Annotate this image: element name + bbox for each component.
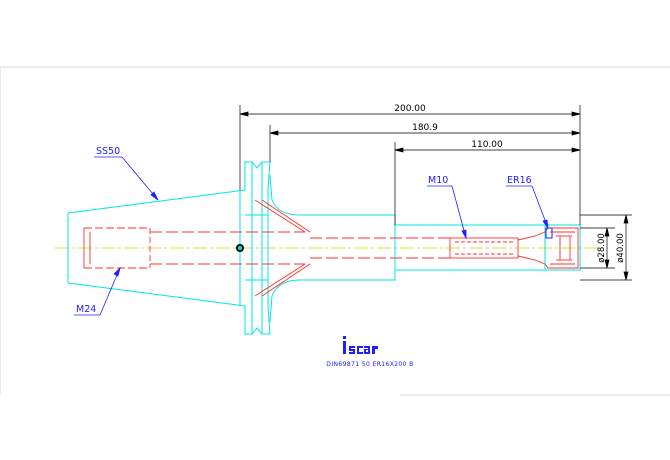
dimension-lines [239,105,632,281]
callout-front-thread: M10 [428,175,448,186]
dimension-overall-length: 200.00 [394,104,426,114]
dimension-diameter-2: ø40.00 [616,233,626,263]
dimension-diameter-1: ø28.00 [597,233,607,263]
collet-highlight [545,227,553,239]
dimension-length-3: 110.00 [471,140,503,150]
iscar-logo [343,336,378,354]
tool-designation: DIN69871 50 ER16X200 B [326,361,413,368]
callout-collet: ER16 [507,175,532,186]
callout-taper: SS50 [96,146,120,157]
sheet-border [0,66,670,396]
callout-leaders [74,156,549,316]
dimension-length-2: 180.9 [412,123,438,133]
internal-bore-hidden-lines [83,199,579,297]
callout-rear-thread: M24 [76,304,96,315]
